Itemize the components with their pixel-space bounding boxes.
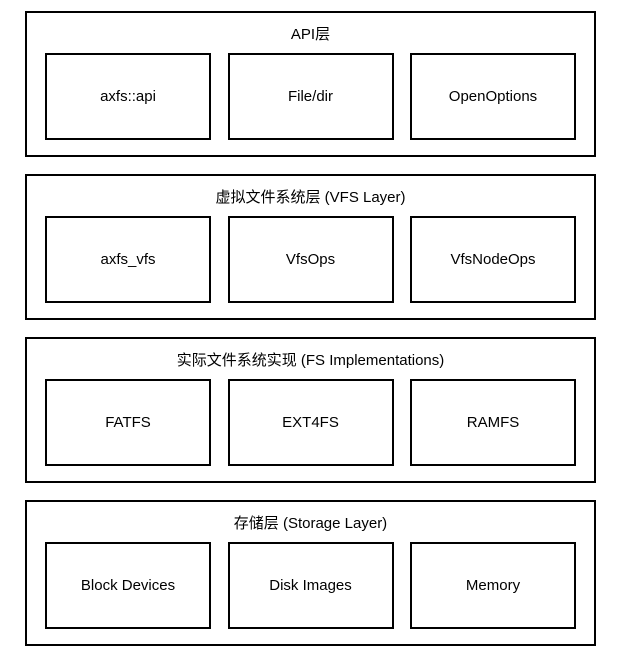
layer-api-boxes: axfs::api File/dir OpenOptions	[27, 53, 594, 140]
layer-storage: 存储层 (Storage Layer) Block Devices Disk I…	[25, 500, 596, 646]
layer-storage-title: 存储层 (Storage Layer)	[233, 515, 388, 532]
component-box-memory: Memory	[410, 542, 576, 629]
layer-vfs-boxes: axfs_vfs VfsOps VfsNodeOps	[27, 216, 594, 303]
component-box-ext4fs: EXT4FS	[227, 379, 394, 466]
layer-fs-implementations-title: 实际文件系统实现 (FS Implementations)	[176, 352, 445, 369]
layer-api-title: API层	[290, 26, 331, 43]
component-box-vfsnodeops: VfsNodeOps	[410, 216, 576, 303]
layer-vfs: 虚拟文件系统层 (VFS Layer) axfs_vfs VfsOps VfsN…	[25, 174, 596, 320]
component-box-block-devices: Block Devices	[45, 542, 211, 629]
layer-storage-boxes: Block Devices Disk Images Memory	[27, 542, 594, 629]
component-box-fatfs: FATFS	[45, 379, 211, 466]
component-box-axfs-vfs: axfs_vfs	[45, 216, 211, 303]
component-box-axfs-api: axfs::api	[45, 53, 211, 140]
component-box-ramfs: RAMFS	[410, 379, 576, 466]
component-box-vfsops: VfsOps	[227, 216, 394, 303]
layer-vfs-title: 虚拟文件系统层 (VFS Layer)	[215, 189, 406, 206]
layer-api: API层 axfs::api File/dir OpenOptions	[25, 11, 596, 157]
layer-fs-implementations: 实际文件系统实现 (FS Implementations) FATFS EXT4…	[25, 337, 596, 483]
component-box-file-dir: File/dir	[227, 53, 394, 140]
component-box-openoptions: OpenOptions	[410, 53, 576, 140]
component-box-disk-images: Disk Images	[227, 542, 394, 629]
layer-fs-implementations-boxes: FATFS EXT4FS RAMFS	[27, 379, 594, 466]
